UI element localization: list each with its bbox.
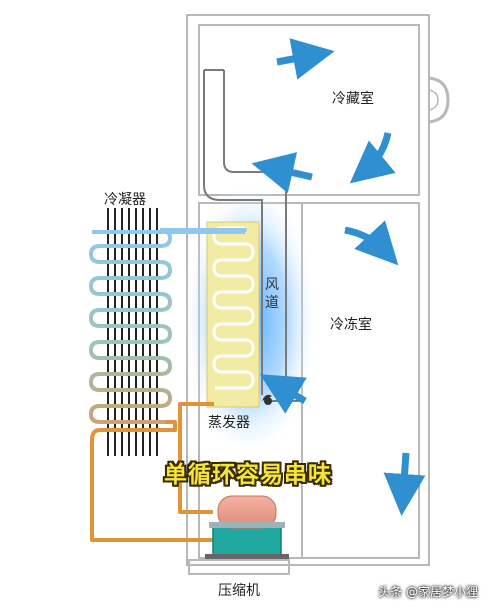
evaporator-panel xyxy=(206,221,260,408)
airflow-arrow-freezer-top xyxy=(344,220,399,266)
freezer-compartment-label: 冷冻室 xyxy=(330,317,372,333)
evaporator-coil xyxy=(212,226,255,390)
caption: 单循环容易串味 xyxy=(164,462,332,488)
refrigerant-pipes xyxy=(90,402,214,542)
airflow-arrow-top xyxy=(276,38,335,80)
airflow-arrow-fridge-right xyxy=(349,132,396,184)
air-duct-label: 风道 xyxy=(265,277,279,311)
condenser-fins xyxy=(107,208,158,456)
condenser-label: 冷凝器 xyxy=(104,192,146,208)
evaporator-label: 蒸发器 xyxy=(208,415,250,431)
air-duct xyxy=(203,69,287,395)
condenser-coil xyxy=(88,228,247,424)
compressor xyxy=(205,495,289,559)
airflow-arrow-return xyxy=(251,152,313,194)
airflow-arrow-fan xyxy=(259,374,307,414)
airflow-arrow-freezer-down xyxy=(383,452,426,516)
watermark: 头条 @家居梦小狸 xyxy=(378,585,478,599)
airflow-arrows xyxy=(251,38,426,516)
refrigerator-compartment-label: 冷藏室 xyxy=(332,91,374,107)
compressor-label: 压缩机 xyxy=(218,583,260,599)
